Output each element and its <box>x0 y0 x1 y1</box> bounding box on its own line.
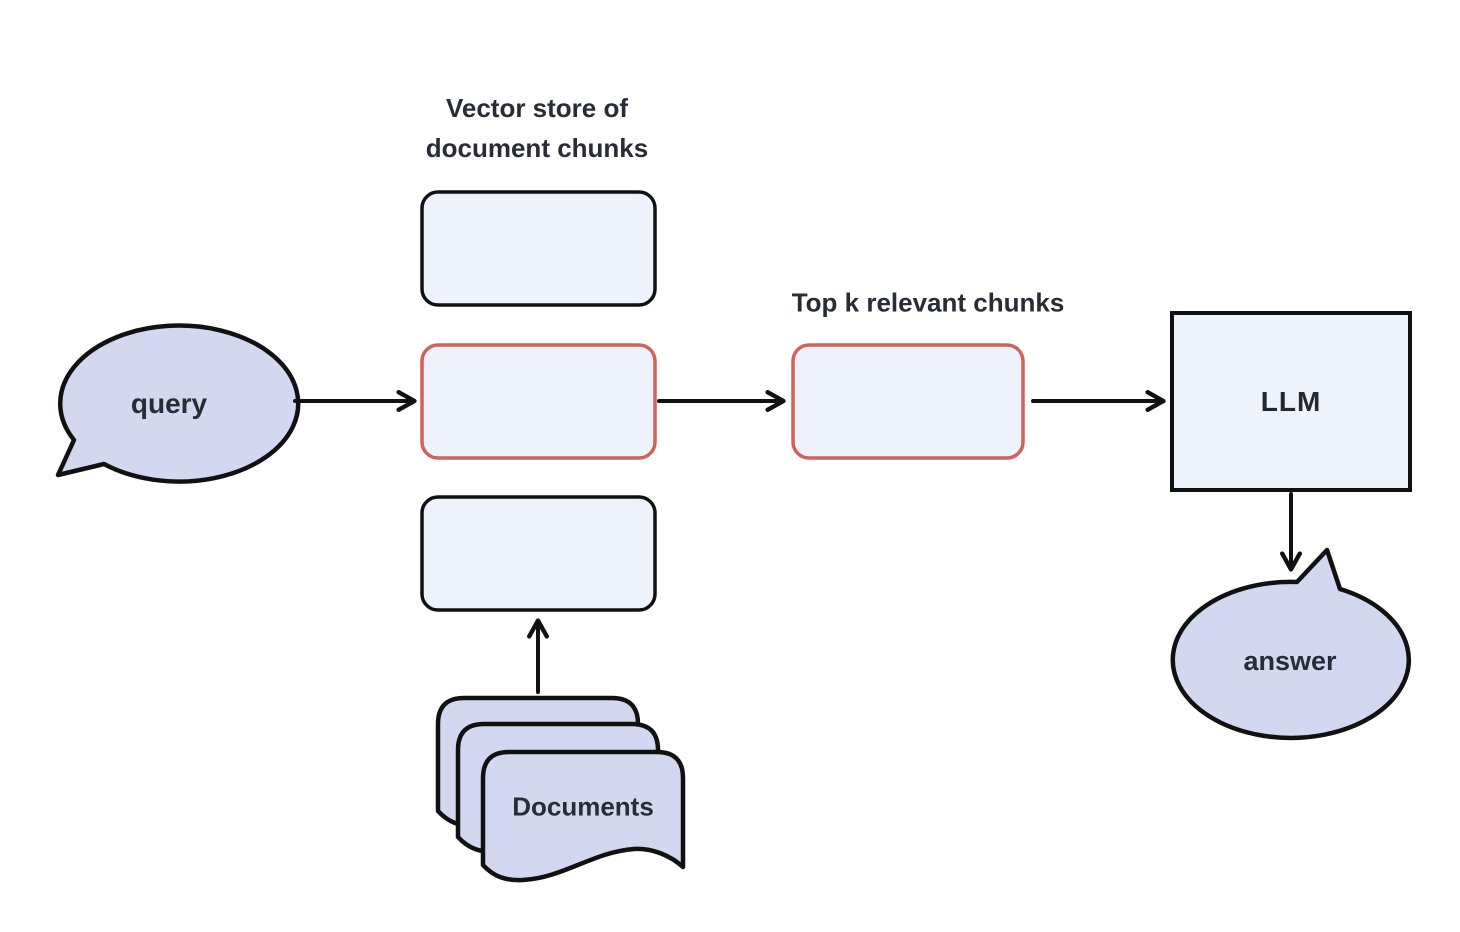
llm-label: LLM <box>1260 386 1322 418</box>
top-k-title: Top k relevant chunks <box>791 287 1065 318</box>
answer-bubble <box>1170 547 1412 741</box>
documents-stack <box>435 695 686 883</box>
vector-store-title: Vector store of document chunks <box>425 93 649 164</box>
query-bubble <box>55 323 301 484</box>
document-shape-front <box>480 749 686 883</box>
llm-box <box>1170 311 1412 492</box>
answer-label: answer <box>1243 645 1337 676</box>
vector-store-chunk-top <box>420 190 657 307</box>
query-label: query <box>130 388 208 420</box>
top-k-chunk-box <box>791 343 1025 460</box>
documents-label: Documents <box>512 791 654 822</box>
vector-store-chunk-bottom <box>420 495 657 612</box>
vector-store-chunk-middle <box>420 343 657 460</box>
